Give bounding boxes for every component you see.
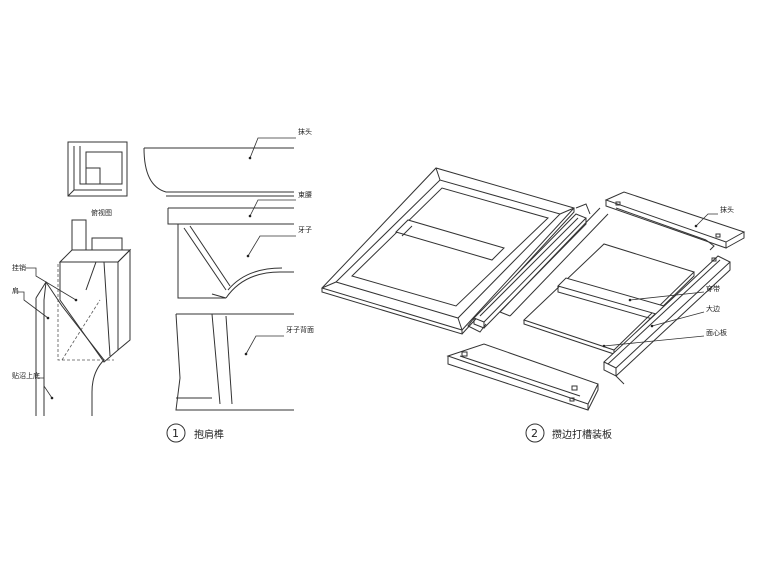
exploded-side-rail-left xyxy=(467,203,609,333)
label-center-panel: 面心板 xyxy=(706,328,727,337)
label-plan-view: 俯视图 xyxy=(91,208,112,217)
label-apron-back: 牙子背面 xyxy=(286,325,314,334)
exploded-side-rail-right xyxy=(603,255,731,385)
caption-1-title: 抱肩榫 xyxy=(194,428,224,441)
exploded-end-rail xyxy=(604,191,746,251)
label-long-rail: 大边 xyxy=(706,304,720,313)
caption-1-number: 1 xyxy=(172,427,179,440)
assembled-frame xyxy=(321,167,575,335)
label-apron: 牙子 xyxy=(298,226,312,234)
exploded-bottom-rail xyxy=(446,343,599,411)
figure-1-joint-detail: 俯视图 挂销 肩 贴沼上底 xyxy=(12,127,314,443)
apron-back-section xyxy=(175,313,294,411)
caption-1-circle xyxy=(166,423,186,443)
label-waist: 束腰 xyxy=(298,191,312,199)
caption-2-title: 攒边打槽装板 xyxy=(552,428,612,441)
label-cross-brace: 穿带 xyxy=(706,284,720,293)
leg-isometric xyxy=(35,219,132,416)
figure-2-panel-frame: 抹头 穿带 大边 面心板 2 攒边打槽装板 xyxy=(321,167,746,443)
caption-2-number: 2 xyxy=(531,427,538,440)
apron-section xyxy=(177,224,294,299)
label-end-rail-2: 抹头 xyxy=(720,205,734,214)
plan-view-detail xyxy=(67,141,128,197)
label-shoulder: 肩 xyxy=(12,286,19,295)
waist-section xyxy=(167,207,294,225)
label-bottom: 贴沼上底 xyxy=(12,371,40,380)
label-hanging-pin: 挂销 xyxy=(12,263,26,272)
top-rail-section xyxy=(143,147,294,197)
caption-2-circle xyxy=(525,423,545,443)
label-end-rail: 抹头 xyxy=(298,127,312,136)
